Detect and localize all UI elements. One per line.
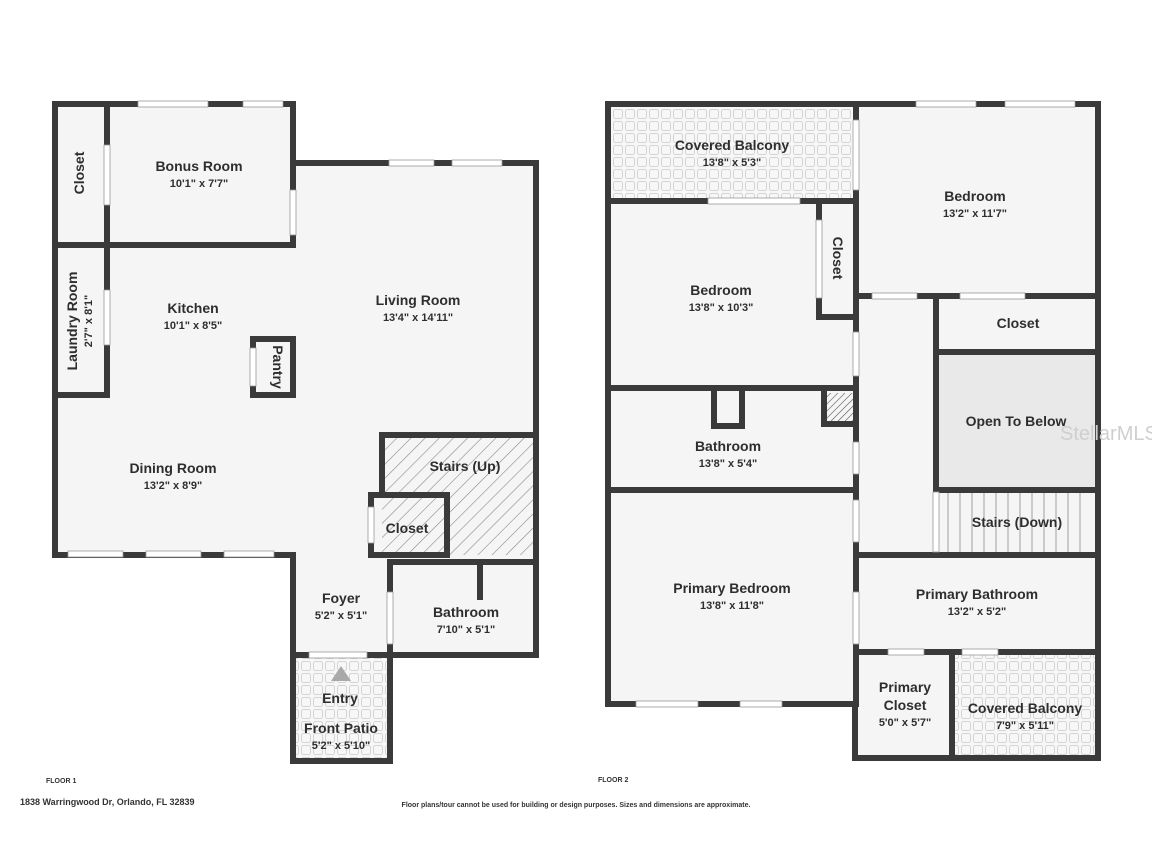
entry-arrow-icon bbox=[331, 666, 351, 681]
closet-label: Closet bbox=[71, 151, 87, 194]
covered-balcony-bottom-dim: 7'9" x 5'11" bbox=[996, 720, 1054, 732]
doorway bbox=[959, 292, 1026, 300]
floor-1: Closet Bonus Room 10'1" x 7'7" Laundry R… bbox=[52, 100, 539, 764]
primary-bedroom-dim: 13'8" x 11'8" bbox=[700, 600, 764, 612]
laundry-room-dim: 2'7" x 8'1" bbox=[83, 295, 95, 347]
open-to-below-floor bbox=[936, 352, 1096, 490]
doorway bbox=[308, 651, 368, 659]
doorway bbox=[852, 331, 860, 377]
laundry-room-label: Laundry Room bbox=[64, 272, 80, 371]
bedroom-left-dim: 13'8" x 10'3" bbox=[689, 302, 754, 314]
primary-closet-label-line2: Closet bbox=[884, 697, 927, 713]
open-to-below-label: Open To Below bbox=[966, 413, 1067, 429]
window bbox=[451, 159, 503, 167]
window bbox=[145, 550, 202, 558]
closet-2-label: Closet bbox=[386, 520, 429, 536]
address: 1838 Warringwood Dr, Orlando, FL 32839 bbox=[20, 797, 195, 807]
bedroom-right-dim: 13'2" x 11'7" bbox=[943, 208, 1007, 220]
doorway bbox=[249, 347, 257, 387]
floor1-windows bbox=[67, 100, 503, 659]
window bbox=[242, 100, 284, 108]
stair-opening bbox=[932, 491, 940, 553]
window bbox=[137, 100, 209, 108]
floor2-windows bbox=[635, 100, 1076, 708]
living-room-dim: 13'4" x 14'11" bbox=[383, 312, 453, 324]
covered-balcony-bottom-floor bbox=[952, 654, 1096, 758]
doorway bbox=[815, 219, 823, 299]
disclaimer: Floor plans/tour cannot be used for buil… bbox=[402, 802, 751, 809]
doorway bbox=[852, 441, 860, 475]
window bbox=[67, 550, 124, 558]
front-patio-dim: 5'2" x 5'10" bbox=[312, 740, 370, 752]
doorway bbox=[961, 648, 999, 656]
window bbox=[388, 159, 435, 167]
foyer-label: Foyer bbox=[322, 590, 361, 606]
closet-vertical-label: Closet bbox=[830, 237, 846, 280]
bathroom-2-label: Bathroom bbox=[695, 438, 761, 454]
primary-bathroom-dim: 13'2" x 5'2" bbox=[948, 606, 1006, 618]
foyer-dim: 5'2" x 5'1" bbox=[315, 610, 367, 622]
doorway bbox=[887, 648, 925, 656]
covered-balcony-top-floor bbox=[608, 104, 856, 201]
doorway bbox=[289, 189, 297, 236]
foyer-floor bbox=[293, 555, 393, 655]
stairs-up-label: Stairs (Up) bbox=[430, 458, 501, 474]
floor1-left-block bbox=[55, 104, 293, 554]
doorway bbox=[367, 506, 375, 544]
floor-2: Covered Balcony 13'8" x 5'3" Bedroom 13'… bbox=[605, 100, 1152, 761]
floor2-label: FLOOR 2 bbox=[598, 777, 628, 784]
stairs-down-label: Stairs (Down) bbox=[972, 514, 1062, 530]
doorway bbox=[852, 499, 860, 543]
bonus-room-label: Bonus Room bbox=[155, 158, 242, 174]
floor1-label: FLOOR 1 bbox=[46, 778, 76, 785]
dining-room-label: Dining Room bbox=[129, 460, 216, 476]
doorway bbox=[852, 119, 860, 191]
window bbox=[739, 700, 783, 708]
doorway bbox=[103, 289, 111, 346]
shaft-floor bbox=[826, 393, 854, 421]
kitchen-label: Kitchen bbox=[167, 300, 218, 316]
window bbox=[635, 700, 699, 708]
doorway bbox=[871, 292, 918, 300]
bedroom-left-label: Bedroom bbox=[690, 282, 751, 298]
bathroom-2-dim: 13'8" x 5'4" bbox=[699, 458, 757, 470]
doorway bbox=[707, 197, 801, 205]
living-room-label: Living Room bbox=[376, 292, 461, 308]
window bbox=[1004, 100, 1076, 108]
bonus-room-dim: 10'1" x 7'7" bbox=[170, 178, 228, 190]
covered-balcony-top-dim: 13'8" x 5'3" bbox=[703, 157, 761, 169]
window bbox=[915, 100, 977, 108]
pantry-label: Pantry bbox=[270, 345, 286, 389]
kitchen-dim: 10'1" x 8'5" bbox=[164, 320, 222, 332]
primary-closet-label-line1: Primary bbox=[879, 679, 931, 695]
primary-closet-dim: 5'0" x 5'7" bbox=[879, 717, 931, 729]
stairs-down-treads bbox=[947, 492, 1081, 552]
closet-right-label: Closet bbox=[997, 315, 1040, 331]
doorway bbox=[852, 591, 860, 645]
primary-bathroom-label: Primary Bathroom bbox=[916, 586, 1038, 602]
entry-label: Entry bbox=[322, 690, 358, 706]
front-patio-label: Front Patio bbox=[304, 720, 378, 736]
covered-balcony-bottom-label: Covered Balcony bbox=[968, 700, 1083, 716]
bedroom-right-label: Bedroom bbox=[944, 188, 1005, 204]
watermark: StellarMLS bbox=[1060, 423, 1152, 445]
dining-room-dim: 13'2" x 8'9" bbox=[144, 480, 202, 492]
covered-balcony-top-label: Covered Balcony bbox=[675, 137, 790, 153]
window bbox=[223, 550, 275, 558]
doorway bbox=[386, 591, 394, 645]
bathroom-label: Bathroom bbox=[433, 604, 499, 620]
doorway bbox=[103, 144, 111, 206]
primary-bedroom-label: Primary Bedroom bbox=[673, 580, 790, 596]
bathroom-dim: 7'10" x 5'1" bbox=[437, 624, 495, 636]
